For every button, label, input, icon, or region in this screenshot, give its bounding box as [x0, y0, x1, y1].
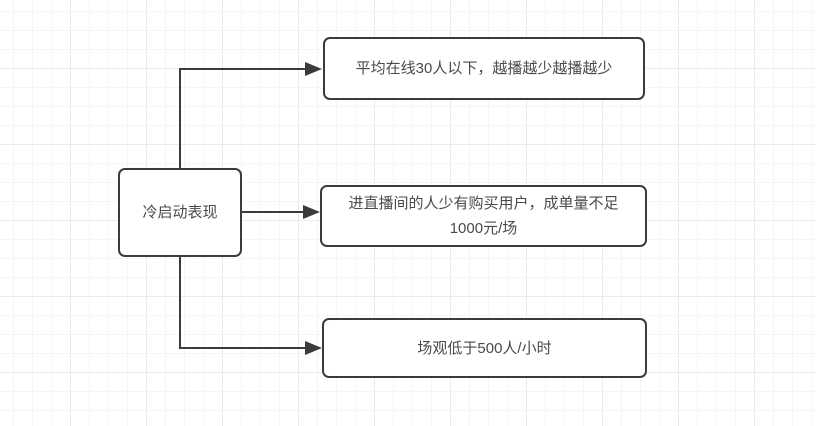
- arrowhead-top-icon: [305, 62, 322, 76]
- node-label: 冷启动表现: [142, 204, 218, 221]
- node-order-volume: 进直播间的人少有购买用户，成单量不足1000元/场: [320, 185, 647, 247]
- arrowhead-middle-icon: [303, 205, 320, 219]
- edge-root-to-middle-segment: [242, 211, 305, 213]
- node-label: 平均在线30人以下，越播越少越播越少: [355, 60, 613, 77]
- node-label: 进直播间的人少有购买用户，成单量不足1000元/场: [348, 195, 619, 237]
- edge-root-to-bottom-vertical-segment: [179, 257, 181, 349]
- arrowhead-bottom-icon: [305, 341, 322, 355]
- node-cold-start-root: 冷启动表现: [118, 168, 242, 257]
- edge-root-to-bottom-horizontal-segment: [179, 347, 307, 349]
- node-label: 场观低于500人/小时: [417, 339, 552, 357]
- edge-root-to-top-vertical-segment: [179, 68, 181, 168]
- node-session-views: 场观低于500人/小时: [322, 318, 647, 378]
- edge-root-to-top-horizontal-segment: [179, 68, 307, 70]
- node-average-online: 平均在线30人以下，越播越少越播越少: [323, 37, 645, 100]
